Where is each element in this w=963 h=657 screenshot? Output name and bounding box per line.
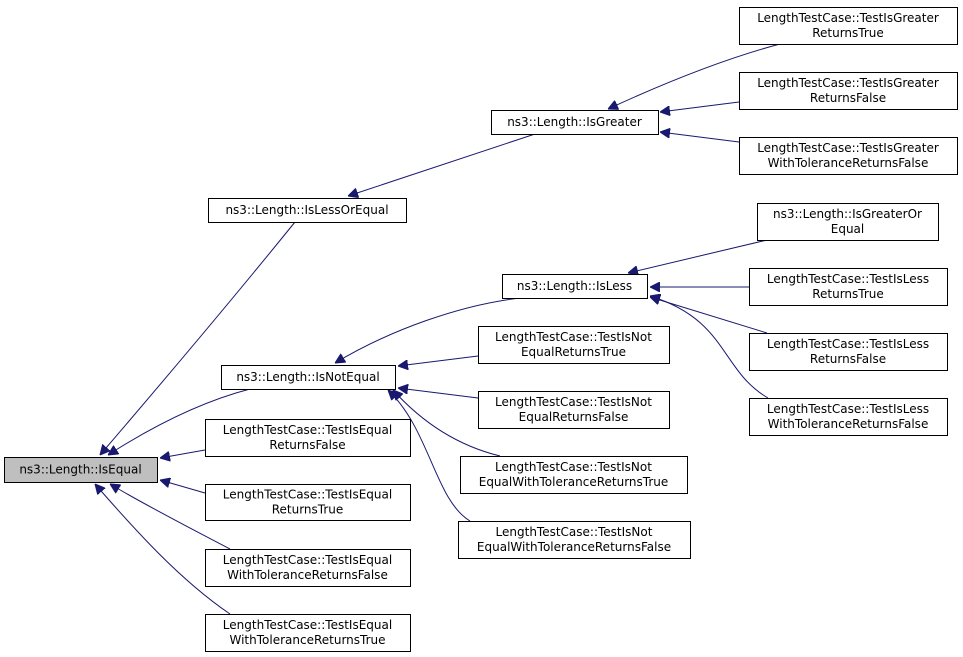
node-box (458, 521, 691, 559)
node-isnotequal[interactable]: ns3::Length::IsNotEqual (221, 365, 396, 390)
node-label: ns3::Length::IsLessOrEqual (225, 203, 388, 217)
node-box (478, 391, 670, 429)
node-t_eq_wtrf[interactable]: LengthTestCase::TestIsEqualWithTolerance… (205, 549, 411, 587)
node-box (749, 268, 948, 306)
node-label: LengthTestCase::TestIsNot (495, 330, 652, 344)
node-box (460, 456, 688, 494)
node-box (739, 7, 958, 45)
node-isless[interactable]: ns3::Length::IsLess (502, 274, 648, 299)
node-box (749, 398, 948, 436)
edge-t_eq_rt-to-isequal (160, 480, 206, 494)
node-label: EqualWithToleranceReturnsFalse (477, 540, 671, 554)
node-label: LengthTestCase::TestIsLess (767, 272, 929, 286)
node-t_eq_wtrt[interactable]: LengthTestCase::TestIsEqualWithTolerance… (205, 614, 411, 652)
node-islessorequal[interactable]: ns3::Length::IsLessOrEqual (208, 198, 407, 223)
node-label: ReturnsFalse (269, 438, 345, 452)
edge-t_eq_wtrf-to-isequal (110, 484, 231, 550)
edge-t_gt_rt-to-isgreater (608, 43, 781, 109)
node-label: Equal (831, 222, 865, 236)
edge-t_eq_wtrt-to-isequal (95, 484, 231, 615)
node-label: LengthTestCase::TestIsLess (767, 402, 929, 416)
node-label: ReturnsTrue (812, 287, 884, 301)
edge-t_ne_wtrt-to-isnotequal (393, 390, 501, 457)
node-label: EqualWithToleranceReturnsTrue (479, 475, 669, 489)
node-box (478, 326, 670, 364)
node-label: LengthTestCase::TestIsGreater (757, 11, 939, 25)
node-box (4, 457, 158, 483)
node-label: ReturnsFalse (810, 352, 886, 366)
node-label: LengthTestCase::TestIsNot (495, 395, 652, 409)
node-label: ns3::Length::IsLess (517, 279, 632, 293)
node-label: ns3::Length::IsEqual (19, 463, 141, 477)
edge-t_gt_rf-to-isgreater (660, 101, 740, 112)
node-label: LengthTestCase::TestIsEqual (223, 488, 392, 502)
node-box (739, 137, 958, 175)
node-box (757, 203, 939, 241)
node-t_gt_rf[interactable]: LengthTestCase::TestIsGreaterReturnsFals… (739, 72, 958, 110)
node-label: ns3::Length::IsNotEqual (236, 370, 379, 384)
node-label: LengthTestCase::TestIsGreater (757, 141, 939, 155)
node-label: EqualReturnsTrue (521, 345, 626, 359)
node-box (205, 549, 411, 587)
nodes-layer: ns3::Length::IsEqual ns3::Length::IsLessO… (4, 7, 958, 652)
edge-t_eq_rf-to-isequal (160, 449, 206, 458)
edge-t_gt_wtrf-to-isgreater (660, 132, 740, 143)
node-t_ne_wtrt[interactable]: LengthTestCase::TestIsNotEqualWithTolera… (460, 456, 688, 494)
node-label: WithToleranceReturnsFalse (227, 568, 388, 582)
edge-isnotequal-to-isequal (108, 388, 251, 455)
node-label: LengthTestCase::TestIsEqual (223, 423, 392, 437)
node-t_lt_wtrf[interactable]: LengthTestCase::TestIsLessWithToleranceR… (749, 398, 948, 436)
node-label: LengthTestCase::TestIsNot (496, 525, 653, 539)
node-box (502, 274, 648, 299)
node-label: LengthTestCase::TestIsNot (495, 460, 652, 474)
node-label: WithToleranceReturnsFalse (768, 417, 929, 431)
edge-t_ne_wtrf-to-isnotequal (388, 390, 471, 522)
node-box (491, 110, 659, 135)
edge-isgreater-to-islessorequal (348, 133, 536, 196)
edge-t_ne_rt-to-isnotequal (398, 355, 479, 366)
node-box (208, 198, 407, 223)
edges-layer (95, 43, 781, 615)
edge-islessorequal-to-isequal (100, 221, 296, 455)
edge-t_ne_rf-to-isnotequal (398, 388, 479, 399)
node-t_ne_rf[interactable]: LengthTestCase::TestIsNotEqualReturnsFal… (478, 391, 670, 429)
node-label: ReturnsFalse (810, 91, 886, 105)
node-label: WithToleranceReturnsTrue (229, 633, 385, 647)
node-box (205, 614, 411, 652)
node-box (749, 333, 948, 371)
edge-isless-to-isnotequal (335, 297, 521, 363)
node-box (205, 419, 411, 457)
node-label: ReturnsTrue (272, 503, 344, 517)
node-t_ne_rt[interactable]: LengthTestCase::TestIsNotEqualReturnsTru… (478, 326, 670, 364)
node-isgreater[interactable]: ns3::Length::IsGreater (491, 110, 659, 135)
node-isequal[interactable]: ns3::Length::IsEqual (4, 457, 158, 483)
node-box (205, 484, 411, 521)
node-label: ns3::Length::IsGreater (507, 115, 642, 129)
node-box (739, 72, 958, 110)
node-label: ReturnsTrue (812, 26, 884, 40)
node-label: EqualReturnsFalse (519, 410, 629, 424)
node-label: LengthTestCase::TestIsEqual (223, 618, 392, 632)
node-label: LengthTestCase::TestIsEqual (223, 553, 392, 567)
edge-t_lt_wtrf-to-isless (650, 296, 769, 399)
node-box (221, 365, 396, 390)
node-t_ne_wtrf[interactable]: LengthTestCase::TestIsNotEqualWithTolera… (458, 521, 691, 559)
node-label: ns3::Length::IsGreaterOr (773, 207, 922, 221)
node-label: WithToleranceReturnsFalse (768, 156, 929, 170)
node-label: LengthTestCase::TestIsGreater (757, 76, 939, 90)
node-t_gt_wtrf[interactable]: LengthTestCase::TestIsGreaterWithToleran… (739, 137, 958, 175)
edge-isgreaterorequal-to-isless (628, 239, 768, 273)
node-label: LengthTestCase::TestIsLess (767, 337, 929, 351)
